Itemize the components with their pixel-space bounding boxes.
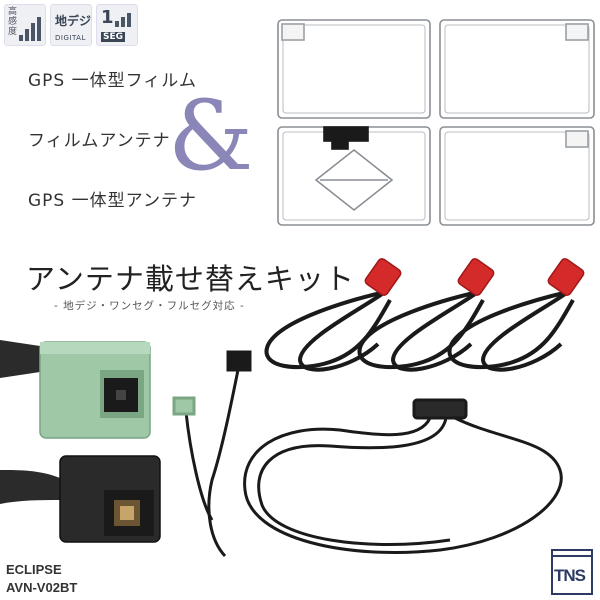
badge-label-digital: 地デジ xyxy=(55,14,92,28)
brand-maker: ECLIPSE xyxy=(6,562,62,577)
ampersand: & xyxy=(168,80,254,192)
badge-label-oneseg: 1 xyxy=(101,7,114,28)
brand-model: AVN-V02BT xyxy=(6,580,78,595)
gps-film-antenna xyxy=(277,126,431,226)
logo-text: TNS xyxy=(554,566,586,585)
digital-broadcast-icon: 地デジ DIGITAL xyxy=(50,4,92,46)
film-antenna-top-left xyxy=(277,19,431,119)
product-subtitle: - 地デジ・ワンセグ・フルセグ対応 - xyxy=(54,300,245,312)
feature-badges: 高感度 地デジ DIGITAL 1 SEG xyxy=(4,4,138,46)
badge-label-hd: 高感度 xyxy=(8,7,18,37)
type-film-antenna: フィルムアンテナ xyxy=(28,131,171,151)
tns-logo-icon xyxy=(551,549,593,595)
type-gps-film: GPS 一体型フィルム xyxy=(28,71,197,91)
gps-cable-bundle xyxy=(172,350,563,558)
film-antenna-bottom-right xyxy=(439,126,595,226)
hd-signal-icon: 高感度 xyxy=(4,4,46,46)
one-seg-icon: 1 SEG xyxy=(96,4,138,46)
badge-sublabel-digital: DIGITAL xyxy=(55,34,86,42)
product-title: アンテナ載せ替えキット xyxy=(26,262,355,296)
type-gps-antenna: GPS 一体型アンテナ xyxy=(28,191,197,211)
black-connector-closeup xyxy=(0,455,161,543)
antenna-cable-3 xyxy=(447,258,585,372)
green-connector-closeup xyxy=(0,340,151,439)
film-antenna-top-right xyxy=(439,19,595,119)
badge-sublabel-oneseg: SEG xyxy=(101,32,126,42)
antenna-cable-1 xyxy=(264,258,402,372)
